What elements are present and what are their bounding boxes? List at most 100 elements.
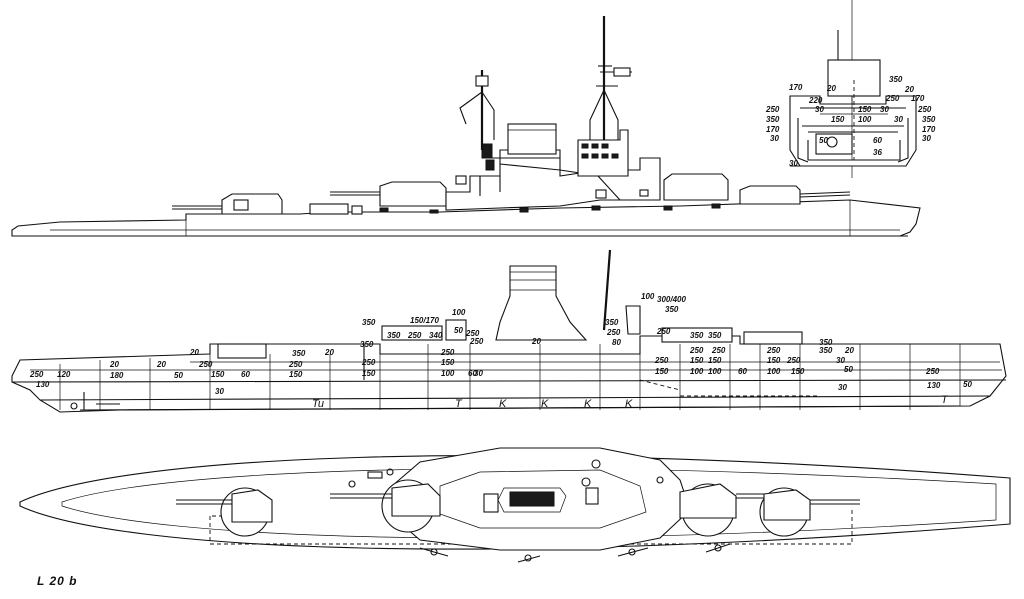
armor-thickness-label: 150 [211, 370, 225, 379]
armor-thickness-label: 250 [288, 360, 303, 369]
armor-thickness-label: 250 [465, 329, 480, 338]
compartment-letter: K [584, 398, 592, 410]
armor-thickness-label: 250 [766, 346, 781, 355]
armor-thickness-label: 150 [362, 369, 376, 378]
armor-thickness-label: 340 [429, 331, 443, 340]
section-thickness-label: 170 [766, 125, 780, 134]
armor-thickness-label: 20 [156, 360, 166, 369]
armor-thickness-label: 350 [387, 331, 401, 340]
armor-thickness-label: 300/400 [657, 295, 686, 304]
armor-thickness-label: 250 [29, 370, 44, 379]
compartment-letter: K [625, 398, 633, 410]
armor-thickness-label: 250 [469, 337, 484, 346]
armor-thickness-label: 150 [791, 367, 805, 376]
armor-thickness-label: 30 [838, 383, 847, 392]
armor-thickness-label: 350 [292, 349, 306, 358]
armor-thickness-label: 30 [836, 356, 845, 365]
armor-thickness-label: 150 [690, 356, 704, 365]
section-thickness-label: 20 [904, 85, 914, 94]
armor-thickness-label: 60 [738, 367, 747, 376]
armor-thickness-label: 150 [289, 370, 303, 379]
section-thickness-label: 250 [765, 105, 780, 114]
armor-thickness-label: 250 [407, 331, 422, 340]
armor-thickness-label: 60 [241, 370, 250, 379]
armor-thickness-label: 120 [57, 370, 71, 379]
drawing-id: L 20 b [37, 574, 78, 588]
armor-profile [11, 249, 1007, 413]
armor-thickness-label: 350 [362, 318, 376, 327]
section-thickness-label: 350 [889, 75, 903, 84]
armor-thickness-label: 30 [474, 369, 483, 378]
armor-thickness-label: 100 [690, 367, 704, 376]
section-thickness-label: 36 [873, 148, 882, 157]
armor-thickness-label: 20 [844, 346, 854, 355]
armor-thickness-label: 250 [654, 356, 669, 365]
armor-thickness-label: 50 [844, 365, 853, 374]
section-thickness-label: 350 [766, 115, 780, 124]
section-thickness-label: 220 [808, 96, 823, 105]
armor-thickness-label: 250 [440, 348, 455, 357]
armor-thickness-label: 350 [360, 340, 374, 349]
armor-thickness-label: 150 [708, 356, 722, 365]
armor-thickness-label: 150/170 [410, 316, 439, 325]
armor-thickness-label: 20 [531, 337, 541, 346]
armor-thickness-label: 20 [324, 348, 334, 357]
section-thickness-label: 30 [770, 134, 779, 143]
armor-thickness-label: 100 [452, 308, 466, 317]
armor-thickness-label: 250 [198, 360, 213, 369]
armor-thickness-label: 180 [110, 371, 124, 380]
section-thickness-label: 250 [885, 94, 900, 103]
armor-thickness-label: 350 [690, 331, 704, 340]
compartment-letter: K [541, 398, 549, 410]
armor-thickness-label: 100 [767, 367, 781, 376]
armor-thickness-label: 250 [711, 346, 726, 355]
section-thickness-label: 100 [858, 115, 872, 124]
armor-thickness-label: 350 [819, 338, 833, 347]
section-thickness-label: 350 [922, 115, 936, 124]
armor-thickness-label: 130 [927, 381, 941, 390]
armor-thickness-label: 100 [441, 369, 455, 378]
section-thickness-label: 30 [789, 159, 798, 168]
armor-thickness-label: 150 [441, 358, 455, 367]
armor-thickness-label: 150 [767, 356, 781, 365]
armor-thickness-label: 100 [641, 292, 655, 301]
armor-thickness-label: 250 [361, 358, 376, 367]
compartment-letter: Tu [312, 398, 324, 410]
compartment-letter: K [499, 398, 507, 410]
armor-thickness-label: 350 [819, 346, 833, 355]
armor-thickness-label: 60 [468, 369, 477, 378]
plan-view [19, 447, 1011, 563]
section-thickness-label: 170 [789, 83, 803, 92]
armor-thickness-label: 20 [189, 348, 199, 357]
section-thickness-label: 30 [922, 134, 931, 143]
cross-section [789, 0, 917, 178]
armor-thickness-label: 350 [605, 318, 619, 327]
section-thickness-label: 20 [826, 84, 836, 93]
armor-thickness-label: 350 [708, 331, 722, 340]
section-thickness-label: 30 [815, 105, 824, 114]
armor-thickness-label: 50 [963, 380, 972, 389]
armor-thickness-label: 250 [786, 356, 801, 365]
compartment-letter: T [941, 394, 949, 406]
section-thickness-label: 170 [922, 125, 936, 134]
armor-thickness-label: 80 [612, 338, 621, 347]
compartment-letters: Tu T K K K K T [312, 394, 949, 410]
armor-thickness-label: 250 [925, 367, 940, 376]
section-thickness-label: 30 [894, 115, 903, 124]
armor-thickness-label: 350 [665, 305, 679, 314]
section-thickness-label: 250 [917, 105, 932, 114]
section-thickness-label: 50 [819, 136, 828, 145]
section-thickness-label: 60 [873, 136, 882, 145]
section-thickness-label: 30 [880, 105, 889, 114]
armor-thickness-label: 250 [606, 328, 621, 337]
section-thickness-label: 150 [831, 115, 845, 124]
armor-thickness-label: 250 [656, 327, 671, 336]
side-elevation [11, 16, 921, 237]
armor-thickness-label: 50 [174, 371, 183, 380]
compartment-letter: T [455, 398, 463, 410]
armor-thickness-label: 50 [454, 326, 463, 335]
armor-thickness-label: 130 [36, 380, 50, 389]
